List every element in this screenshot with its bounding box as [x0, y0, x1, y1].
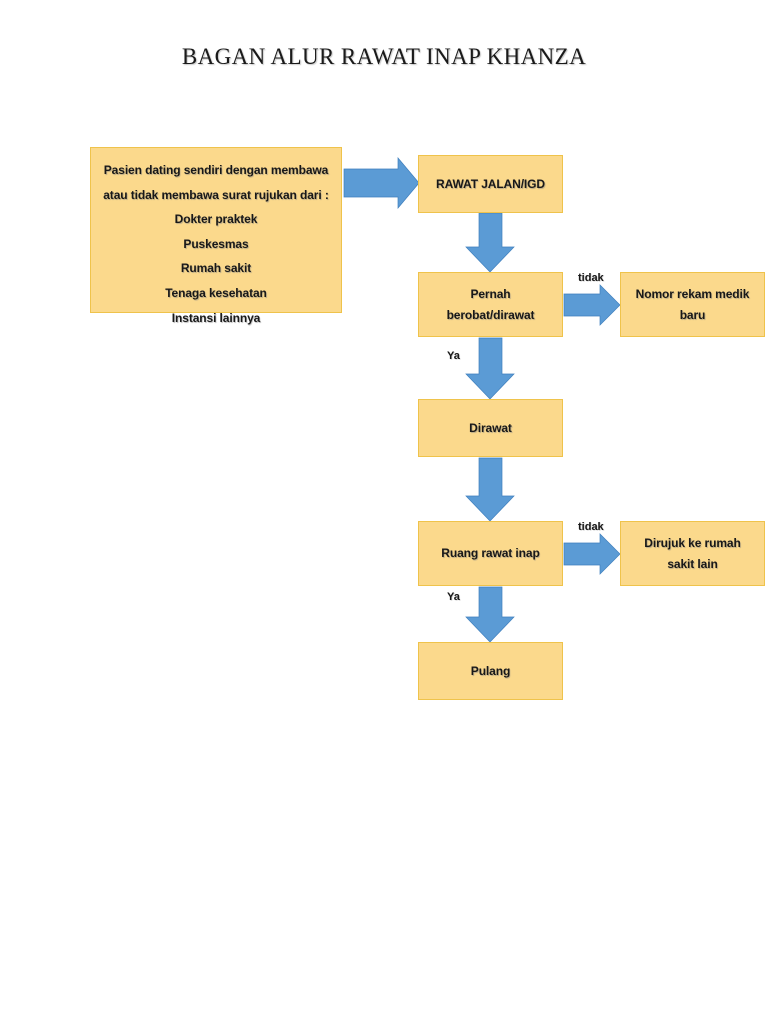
flow-node-pernah-berobat-line-1: Pernah	[470, 286, 511, 301]
arrow-dirawat-to-ruang-rawat	[465, 457, 515, 522]
flow-node-nomor-rekam-medik-baru[interactable]: Nomor rekam medik baru	[620, 272, 765, 337]
flow-node-pernah-berobat[interactable]: Pernah berobat/dirawat	[418, 272, 563, 337]
arrow-ruang-rawat-to-pulang	[465, 586, 515, 643]
flow-node-nomor-rm-line-1: Nomor rekam medik	[635, 286, 750, 301]
flow-node-pulang-label: Pulang	[470, 663, 511, 678]
flow-node-intake-line-3: Dokter praktek	[174, 212, 258, 227]
flow-node-ruang-rawat-label: Ruang rawat inap	[441, 546, 540, 560]
flow-node-intake-line-6: Tenaga kesehatan	[165, 285, 267, 300]
flow-node-intake-line-4: Puskesmas	[183, 236, 249, 251]
arrow-rawat-jalan-to-pernah-berobat	[465, 212, 515, 273]
edge-label-tidak-pernah-berobat: tidak	[578, 272, 604, 284]
edge-label-ya-pernah-berobat: Ya	[447, 350, 460, 362]
flow-node-pernah-berobat-line-2: berobat/dirawat	[446, 307, 535, 322]
flow-node-dirawat-label: Dirawat	[469, 420, 512, 435]
arrow-pernah-berobat-to-nomor-rm	[563, 284, 621, 326]
flow-node-intake[interactable]: Pasien dating sendiri dengan membawa ata…	[90, 147, 342, 325]
flow-node-dirawat[interactable]: Dirawat	[418, 399, 563, 457]
flow-node-intake-line-5: Rumah sakit	[180, 261, 252, 276]
page-title: BAGAN ALUR RAWAT INAP KHANZA	[181, 44, 587, 69]
flow-node-dirujuk-line-1: Dirujuk ke rumah	[644, 535, 741, 550]
flow-node-dirujuk-line-2: sakit lain	[667, 556, 718, 571]
arrow-pernah-berobat-to-dirawat	[465, 337, 515, 400]
flow-node-dirujuk-ke-rumah-sakit-lain[interactable]: Dirujuk ke rumah sakit lain	[620, 521, 765, 586]
arrow-intake-to-rawat-jalan	[343, 157, 420, 209]
edge-label-ya-ruang-rawat: Ya	[447, 591, 460, 603]
flow-node-intake-line-7: Instansi lainnya	[171, 310, 261, 325]
flow-node-intake-line-1: Pasien dating sendiri dengan membawa	[103, 163, 329, 177]
flow-node-nomor-rm-line-2: baru	[679, 307, 706, 322]
flow-node-rawat-jalan-label: RAWAT JALAN/IGD	[436, 176, 545, 191]
edge-label-tidak-ruang-rawat: tidak	[578, 521, 604, 533]
flow-node-ruang-rawat-inap[interactable]: Ruang rawat inap	[418, 521, 563, 586]
flow-node-intake-line-2: atau tidak membawa surat rujukan dari :	[103, 187, 329, 202]
flow-node-rawat-jalan[interactable]: RAWAT JALAN/IGD	[418, 155, 563, 213]
flow-node-pulang[interactable]: Pulang	[418, 642, 563, 700]
arrow-ruang-rawat-to-dirujuk	[563, 533, 621, 575]
